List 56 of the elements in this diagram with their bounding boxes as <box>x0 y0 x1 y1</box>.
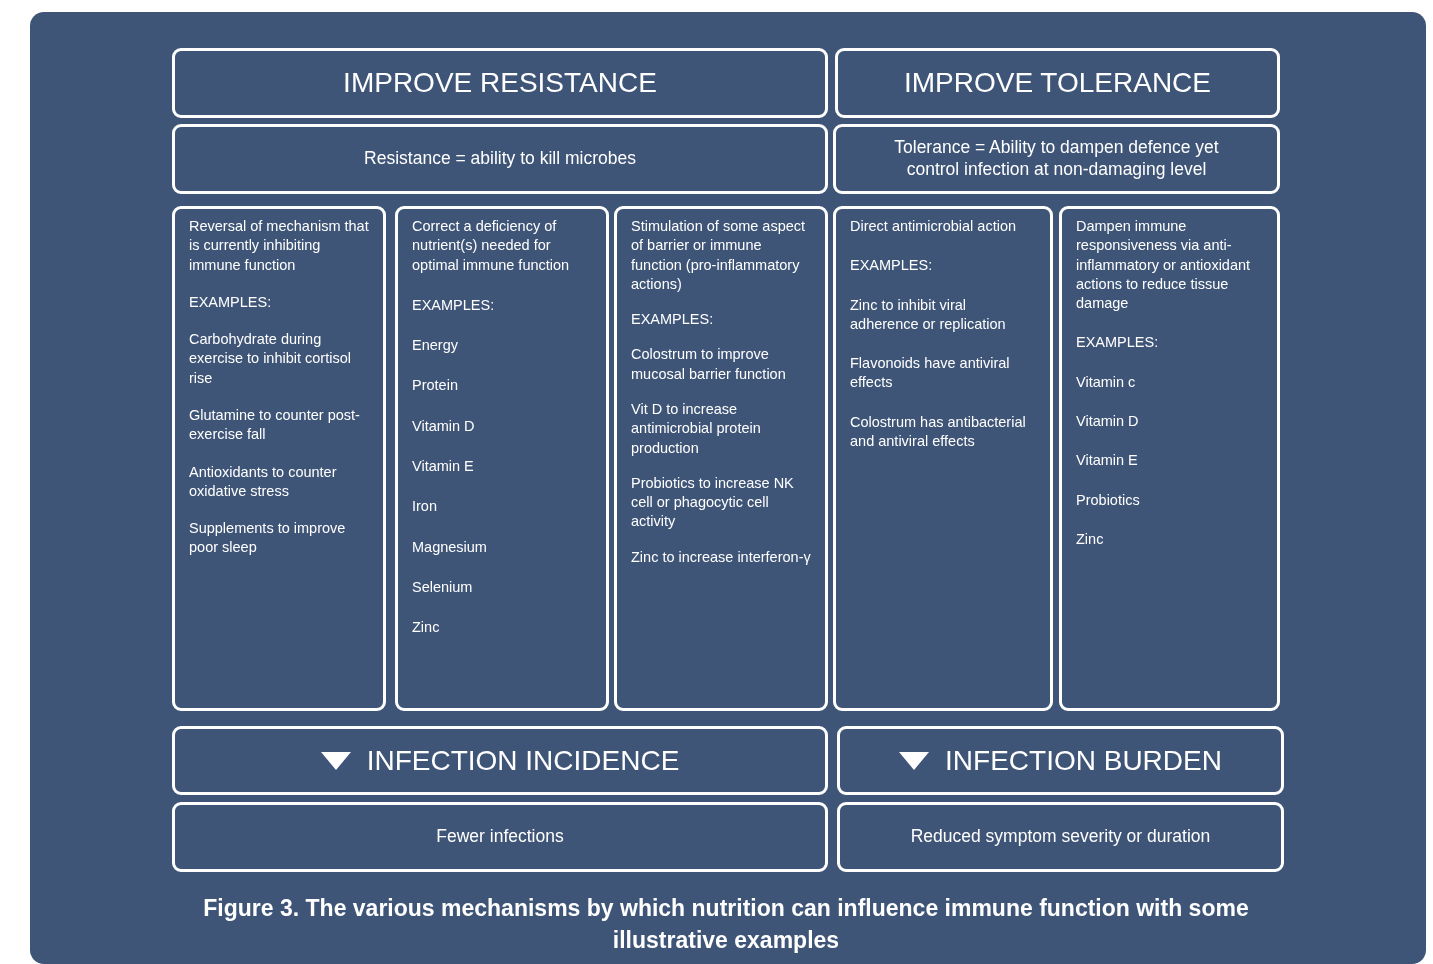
heading-box <box>835 48 1280 118</box>
description-box <box>172 124 828 194</box>
description-text: Resistance = ability to kill microbes <box>364 148 636 170</box>
description-text: Reduced symptom severity or duration <box>910 826 1211 848</box>
mechanism-column-box <box>833 206 1053 711</box>
mechanism-text: Reversal of mechanism that is currently inhibiting immune function <box>189 217 370 275</box>
mechanism-column-box <box>172 206 386 711</box>
heading-text: IMPROVE RESISTANCE <box>343 67 657 99</box>
heading-box <box>172 726 828 795</box>
figure-caption: Figure 3. The various mechanisms by which nutrition can influence immune function with some illustrative examples <box>202 894 1250 955</box>
mechanism-text: Zinc to inhibit viral adherence or replication <box>850 295 1007 334</box>
section-label: EXAMPLES: <box>189 292 273 312</box>
mechanism-text: Direct antimicrobial action <box>850 217 1017 236</box>
mechanism-column-box <box>614 206 828 711</box>
mechanism-text: Glutamine to counter post-exercise fall <box>189 405 361 445</box>
description-text: Tolerance = Ability to dampen defence yet control infection at non-damaging level <box>893 137 1220 181</box>
description-box <box>172 802 828 872</box>
mechanism-text: Zinc <box>412 618 441 638</box>
mechanism-text: Carbohydrate during exercise to inhibit cortisol rise <box>189 330 352 388</box>
mechanism-text: Colostrum to improve mucosal barrier function <box>631 345 787 384</box>
mechanism-text: Antioxidants to counter oxidative stress <box>189 462 338 501</box>
mechanism-text: Supplements to improve poor sleep <box>189 519 347 558</box>
mechanism-column-box <box>1059 206 1280 711</box>
mechanism-text: Probiotics to increase NK cell or phagocytic cell activity <box>631 473 795 532</box>
mechanism-text: Vitamin E <box>1076 451 1139 471</box>
mechanism-text: Zinc to increase interferon-γ <box>631 547 812 567</box>
section-label: EXAMPLES: <box>1076 333 1160 353</box>
mechanism-text: Vitamin c <box>1076 372 1137 392</box>
description-box <box>837 802 1284 872</box>
mechanism-text: Protein <box>412 376 459 396</box>
section-label: EXAMPLES: <box>850 256 934 276</box>
mechanism-text: Vit D to increase antimicrobial protein production <box>631 399 762 458</box>
mechanism-text: Dampen immune responsiveness via anti-inflammatory or antioxidant actions to reduce tissue damage <box>1076 217 1252 314</box>
description-text: Fewer infections <box>436 826 564 848</box>
mechanism-text: Stimulation of some aspect of barrier or immune function (pro-inflammatory actions) <box>631 217 807 294</box>
mechanism-text: Magnesium <box>412 537 488 557</box>
mechanism-column-box <box>395 206 609 711</box>
mechanism-text: Energy <box>412 336 459 356</box>
mechanism-text: Colostrum has antibacterial and antiviral effects <box>850 412 1027 451</box>
mechanism-text: Vitamin D <box>1076 411 1140 431</box>
mechanism-text: Probiotics <box>1076 490 1141 510</box>
section-label: EXAMPLES: <box>631 310 715 330</box>
mechanism-text: Iron <box>412 497 438 517</box>
heading-text: INFECTION INCIDENCE <box>366 744 680 777</box>
mechanism-text: Vitamin E <box>412 456 475 476</box>
mechanism-text: Zinc <box>1076 529 1105 549</box>
mechanism-text: Vitamin D <box>412 416 476 436</box>
heading-text: INFECTION BURDEN <box>945 744 1222 777</box>
heading-box <box>172 48 828 118</box>
heading-text: IMPROVE TOLERANCE <box>903 67 1211 99</box>
mechanism-text: Selenium <box>412 577 474 597</box>
mechanism-text: Flavonoids have antiviral effects <box>850 354 1011 393</box>
mechanism-text: Correct a deficiency of nutrient(s) needed for optimal immune function <box>412 217 571 275</box>
section-label: EXAMPLES: <box>412 295 496 315</box>
description-box <box>833 124 1280 194</box>
heading-box <box>837 726 1284 795</box>
